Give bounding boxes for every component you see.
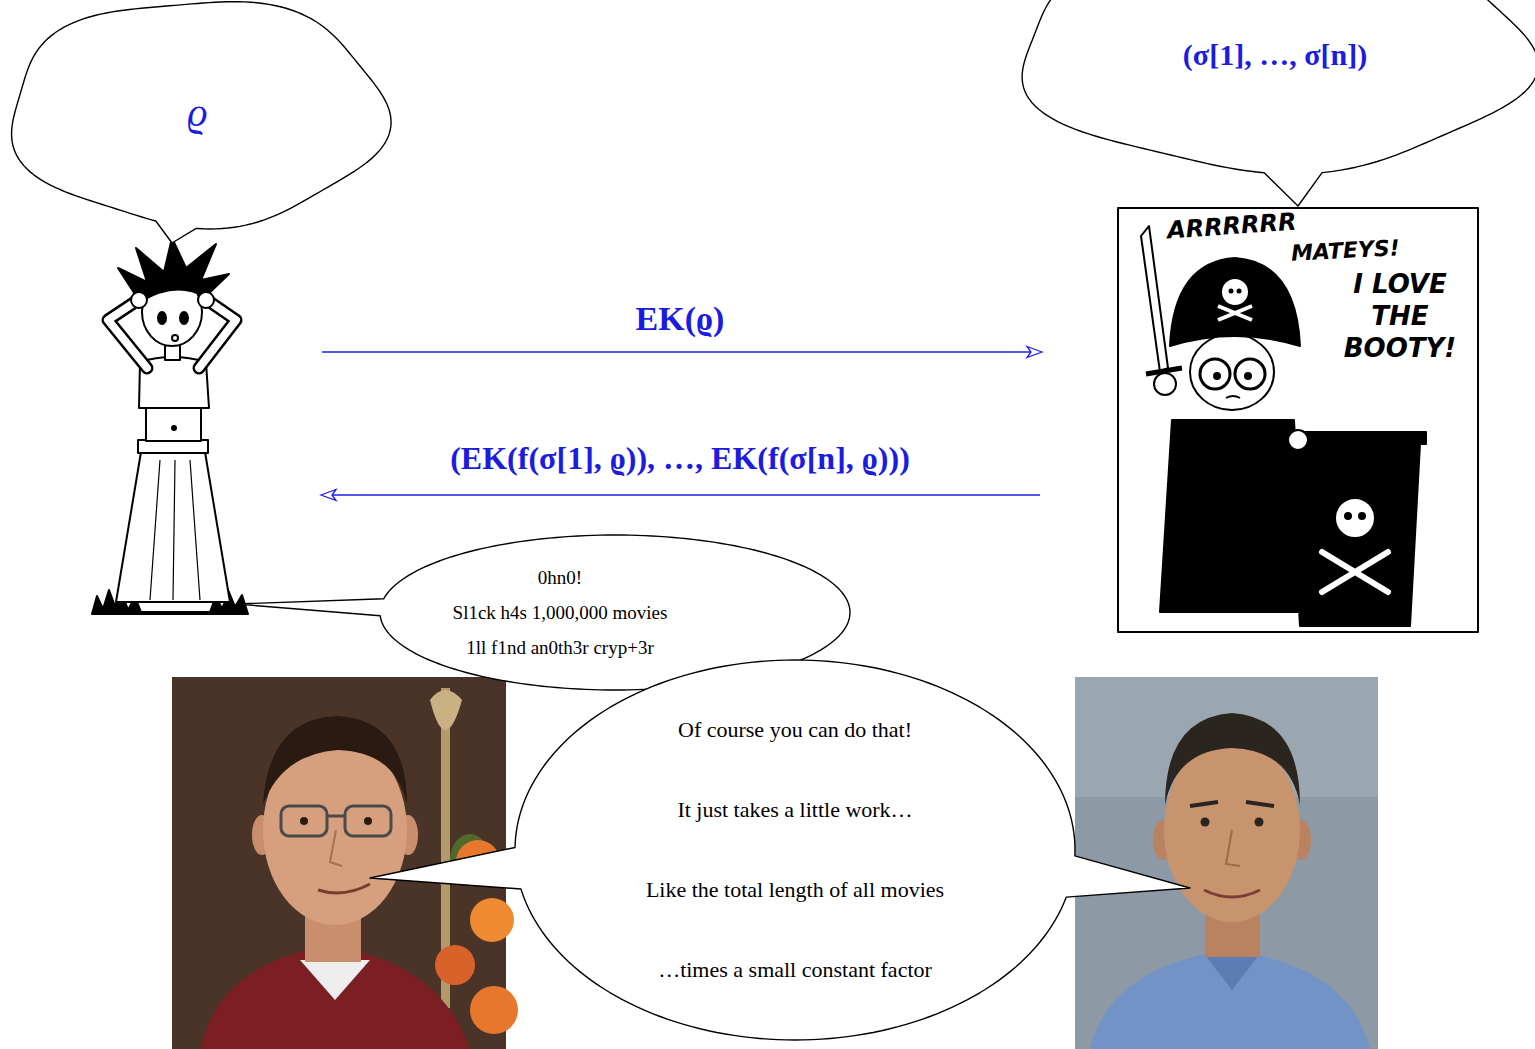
bubble-text-group: Of course you can do that! It just takes … [646,717,944,983]
bubble-text: Of course you can do that! [646,717,944,743]
bubble-outline [1020,0,1530,170]
bubble-text: ϱ [187,91,207,135]
bubble-text-group: (σ[1], …, σ[n]) [1183,37,1367,73]
bubble-content: 0hn0! Sl1ck h4s 1,000,000 movies 1ll f1nd … [380,535,850,690]
bubble-outline [370,660,1190,1040]
speech-bubble: 0hn0! Sl1ck h4s 1,000,000 movies 1ll f1nd … [380,535,850,690]
thought-bubble: (σ[1], …, σ[n]) [1020,0,1530,170]
bubble-text: Sl1ck h4s 1,000,000 movies [453,602,668,624]
bubble-text: (σ[1], …, σ[n]) [1183,37,1367,73]
bubble-text-group: ϱ [187,91,207,135]
comic-lettering: ARRRRRR [1166,208,1297,245]
comic-lettering: I LOVE THE BOOTY! [1338,268,1463,364]
thought-bubble: ϱ [10,0,385,225]
message-arrow [321,347,1042,501]
bubble-outline [12,2,391,243]
bubble-text: …times a small constant factor [646,957,944,983]
pirate-panel [1118,208,1478,632]
bubble-content: (σ[1], …, σ[n]) [1020,0,1530,170]
bubble-content: ϱ [10,0,385,225]
message-label: EK(ϱ) [636,300,725,338]
speech-bubble: Of course you can do that! It just takes … [515,660,1075,1040]
girl-figure [92,238,248,614]
bubble-text: 0hn0! [453,567,668,589]
bubble-text: It just takes a little work… [646,797,944,823]
bubble-outline [1022,0,1535,206]
bubble-text: 1ll f1nd an0th3r cryp+3r [453,637,668,659]
message-label: (EK(f(σ[1], ϱ)), …, EK(f(σ[n], ϱ))) [450,440,910,477]
bubble-text: Like the total length of all movies [646,877,944,903]
bubble-text-group: 0hn0! Sl1ck h4s 1,000,000 movies 1ll f1nd … [453,567,668,659]
bubble-content: Of course you can do that! It just takes … [515,660,1075,1040]
comic-lettering: MATEYS! [1290,235,1400,266]
photo [1075,677,1378,1049]
